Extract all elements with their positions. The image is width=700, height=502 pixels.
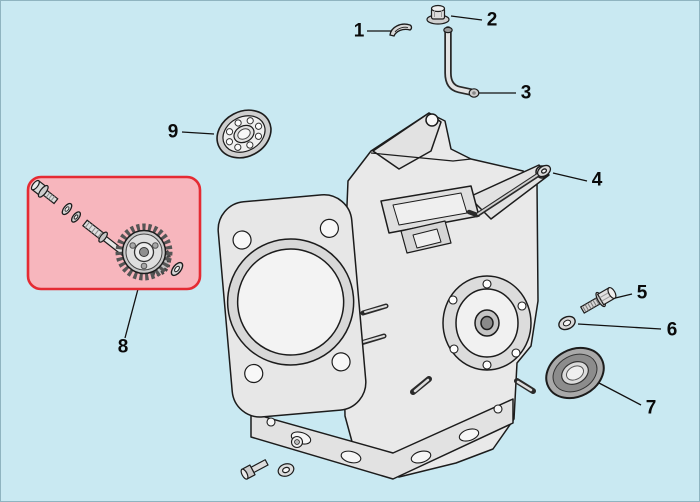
part-crankcase-assembly[interactable]: [216, 112, 550, 480]
part-tube[interactable]: [443, 26, 480, 98]
part-clip[interactable]: [389, 23, 413, 37]
rib-line: [370, 152, 472, 162]
gear-bolt: [30, 179, 59, 205]
small-bolt-bottom: [240, 459, 269, 480]
part-rod[interactable]: [466, 163, 552, 218]
small-washer-bottom: [277, 463, 295, 477]
part-oil-seal[interactable]: [537, 338, 612, 408]
gear-washer-2: [70, 211, 82, 223]
callout-label-5[interactable]: 5: [636, 282, 648, 304]
gear-wheel: [115, 223, 173, 281]
callout-label-1[interactable]: 1: [353, 20, 365, 42]
part-gear-assembly[interactable]: [29, 178, 185, 281]
bracket-eyelet-left: [425, 113, 439, 127]
stud-pins: [358, 303, 536, 395]
crank-bore-hole: [480, 315, 494, 331]
cylinder-flange: [217, 194, 367, 418]
drain-plug-hex: [294, 439, 300, 445]
callout-label-7[interactable]: 7: [645, 397, 657, 419]
callout-label-2[interactable]: 2: [486, 9, 498, 31]
callout-label-9[interactable]: 9: [167, 121, 179, 143]
part-flange-bolt[interactable]: [578, 285, 618, 317]
gear-washer-1: [61, 202, 73, 216]
callout-label-6[interactable]: 6: [666, 319, 678, 341]
callout-label-4[interactable]: 4: [591, 169, 603, 191]
callout-label-8[interactable]: 8: [117, 336, 129, 358]
bearing-balls: [225, 117, 263, 151]
part-washer[interactable]: [557, 314, 577, 332]
crank-boss-bolt-holes: [448, 279, 527, 370]
part-flanged-nut[interactable]: [426, 4, 450, 25]
mid-boss-inner: [412, 228, 442, 249]
leader-lines: [124, 15, 662, 406]
gear-end-washer: [170, 261, 184, 277]
part-ball-bearing[interactable]: [209, 101, 280, 167]
callout-label-3[interactable]: 3: [520, 82, 532, 104]
